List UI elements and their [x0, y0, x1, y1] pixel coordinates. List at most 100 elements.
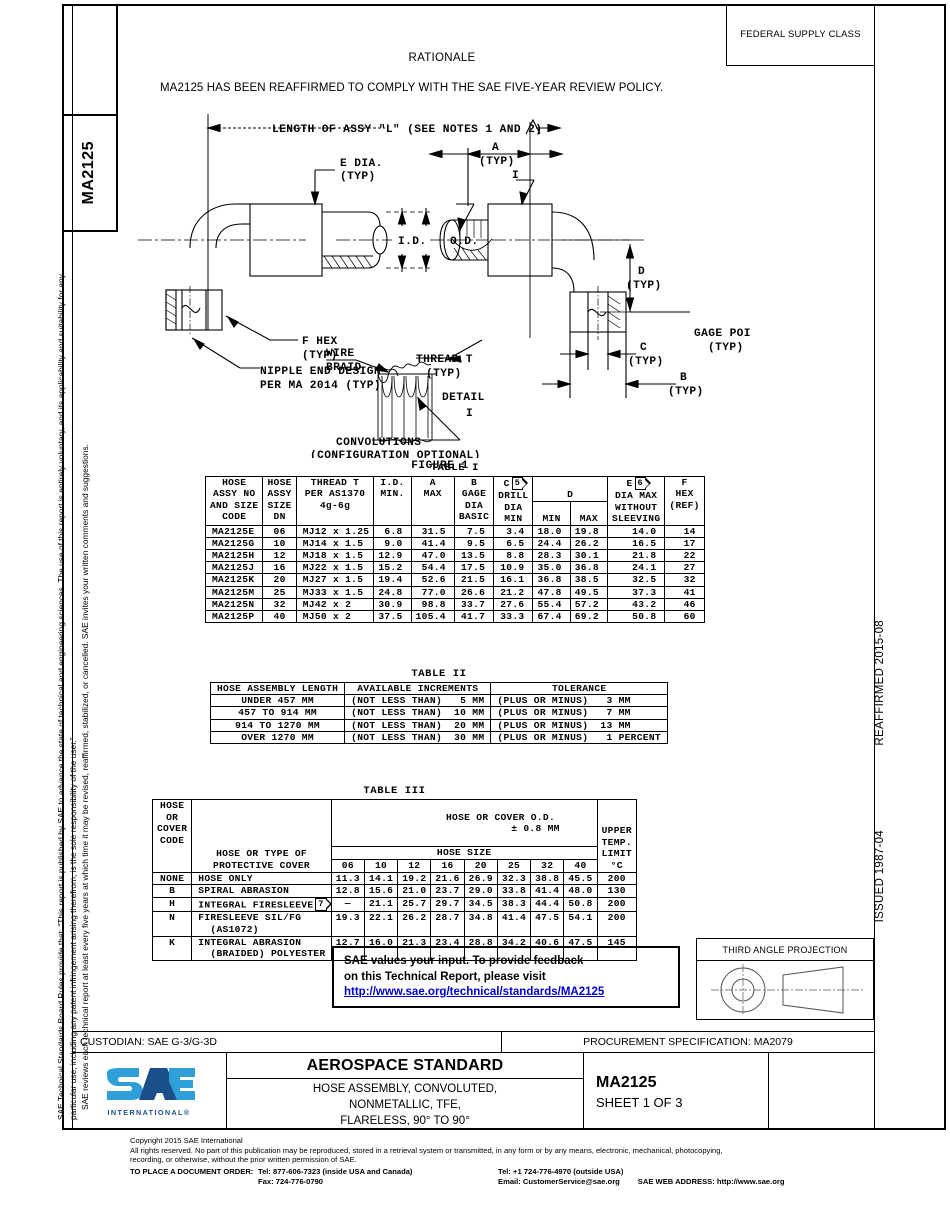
feedback-box: SAE values your input. To provide feedba…	[332, 946, 680, 1008]
legal-paragraph-1: SAE Technical Standards Board Rules prov…	[56, 274, 78, 1120]
table-cell: 33.8	[496, 884, 532, 898]
table-2-body: UNDER 457 MM(NOT LESS THAN) 5 MM(PLUS OR…	[209, 694, 668, 745]
table-cell: 16.5	[606, 536, 666, 551]
table-cell: 14.0	[606, 524, 666, 538]
title-block: INTERNATIONAL® AEROSPACE STANDARD HOSE A…	[72, 1053, 874, 1130]
table-cell: 8.8	[493, 549, 534, 563]
issued-date: ISSUED 1987-04	[874, 830, 886, 923]
t1-header-c-letter: C	[503, 478, 510, 490]
table-cell: MJ14 x 1.5	[295, 536, 375, 551]
table-cell: (NOT LESS THAN) 20 MM	[344, 718, 492, 732]
figure-label-wire: WIRE	[326, 348, 354, 360]
table-cell: 21.2	[493, 585, 534, 599]
table-cell: 49.5	[569, 585, 608, 599]
table-cell-code: NONE	[151, 871, 193, 886]
table-2-title: TABLE II	[411, 668, 467, 680]
table-cell: 57.2	[569, 597, 608, 612]
table-cell-temp-limit: 200	[596, 871, 637, 886]
table-header-cell: HOSE ASSEMBLY LENGTH	[209, 681, 346, 696]
table-cell: 6.8	[373, 524, 412, 538]
table-cell: 40	[262, 610, 297, 624]
table-cell: MJ42 x 2	[295, 597, 375, 612]
table-cell: 15.2	[373, 561, 412, 575]
figure-label-b-typ: (TYP)	[668, 386, 704, 398]
federal-supply-class-label: FEDERAL SUPPLY CLASS	[740, 29, 861, 40]
feedback-link[interactable]: http://www.sae.org/technical/standards/M…	[344, 986, 605, 998]
figure-label-detail-i: I	[466, 408, 473, 420]
legal-paragraph-2: SAE reviews each technical report at lea…	[80, 444, 90, 1110]
table-cell: 11.3	[330, 871, 365, 886]
description-line-3: FLARELESS, 90° TO 90°	[340, 1114, 470, 1127]
frame-inner-right-rule	[874, 4, 875, 1130]
sae-logo-mark	[107, 1067, 195, 1100]
t1-header-c-sub: DRILL DIA MIN	[498, 490, 529, 525]
table-header-cell: 06	[330, 858, 365, 873]
table-cell: 28.3	[532, 549, 571, 563]
table-cell: 14.1	[363, 871, 399, 886]
table-cell: 47.5	[530, 911, 565, 937]
table-cell: MJ50 x 2	[295, 610, 375, 624]
table-cell: 36.8	[532, 573, 571, 587]
table-cell: 46	[664, 597, 705, 612]
table-cell: 17	[664, 536, 705, 551]
document-description: HOSE ASSEMBLY, CONVOLUTED, NONMETALLIC, …	[227, 1079, 583, 1130]
table-cell-code: K	[151, 935, 193, 961]
figure-label-d-typ: (TYP)	[626, 280, 662, 292]
document-code-box: MA2125	[62, 116, 118, 232]
tel-outside-usa: Tel: +1 724-776-4970 (outside USA)	[498, 1166, 624, 1176]
third-angle-projection-label: THIRD ANGLE PROJECTION	[697, 939, 873, 961]
table-cell: 35.0	[532, 561, 571, 575]
table-cell: 21.3	[397, 935, 432, 961]
table-cell: 38.5	[569, 573, 608, 587]
table-cell: 7.5	[453, 524, 495, 538]
table-cell: 30.9	[373, 597, 412, 612]
table-header-cell: AVAILABLE INCREMENTS	[344, 681, 492, 696]
description-line-1: HOSE ASSEMBLY, CONVOLUTED,	[312, 1082, 498, 1095]
table-cell: 41.4	[410, 536, 455, 551]
table-3-title: TABLE III	[363, 785, 426, 797]
figure-label-nipple2: PER MA 2014 (TYP)	[260, 380, 381, 392]
figure-label-d: D	[638, 266, 645, 278]
table-cell: 43.2	[606, 597, 666, 612]
table-cell: MA2125M	[204, 585, 264, 599]
figure-label-a-typ: (TYP)	[479, 156, 515, 168]
table-cell: 12.9	[373, 549, 412, 563]
table-cell: 33.3	[493, 610, 534, 624]
table-cell-cover: FIRESLEEVE SIL/FG (AS1072)	[191, 911, 332, 937]
reaffirmed-date: REAFFIRMED 2015-08	[874, 620, 886, 746]
table-cell: 15.6	[363, 884, 399, 898]
table-cell: 27	[664, 561, 705, 575]
table-cell: (PLUS OR MINUS) 1 PERCENT	[490, 730, 668, 745]
table-cell: OVER 1270 MM	[209, 730, 346, 745]
table-1-container: TABLE I HOSE ASSY NO AND SIZE CODE HOSE …	[204, 462, 705, 624]
table-cell: 22.1	[363, 911, 399, 937]
table-cell-code: B	[151, 884, 193, 898]
table-cell: 21.6	[430, 871, 465, 886]
flag-note-5: 5	[511, 477, 529, 491]
table-cell: 24.4	[532, 536, 571, 551]
table-cell: MJ27 x 1.5	[295, 573, 375, 587]
table-cell: 12.8	[330, 884, 365, 898]
table-cell: 9.0	[373, 536, 412, 551]
figure-label-braid: BRAID	[326, 362, 362, 374]
table-cell: MA2125N	[204, 597, 264, 612]
table-cell: 25.7	[397, 896, 432, 913]
table-cell: 41	[664, 585, 705, 599]
t3-header-od-label: HOSE OR COVER O.D.	[445, 811, 556, 823]
table-cell: (NOT LESS THAN) 5 MM	[344, 694, 492, 708]
table-cell: 27.6	[493, 597, 534, 612]
figure-label-gage-typ: (TYP)	[708, 342, 744, 354]
table-cell: 6.5	[493, 536, 534, 551]
t1-header-a-max: A MAX	[410, 476, 455, 526]
table-cell: 105.4	[410, 610, 455, 624]
table-header-cell: 16	[430, 858, 465, 873]
table-row: OVER 1270 MM(NOT LESS THAN) 30 MM(PLUS O…	[209, 730, 668, 745]
top-left-empty-box	[62, 4, 118, 116]
t3-header-cover: HOSE OR TYPE OF PROTECTIVE COVER	[191, 799, 332, 873]
